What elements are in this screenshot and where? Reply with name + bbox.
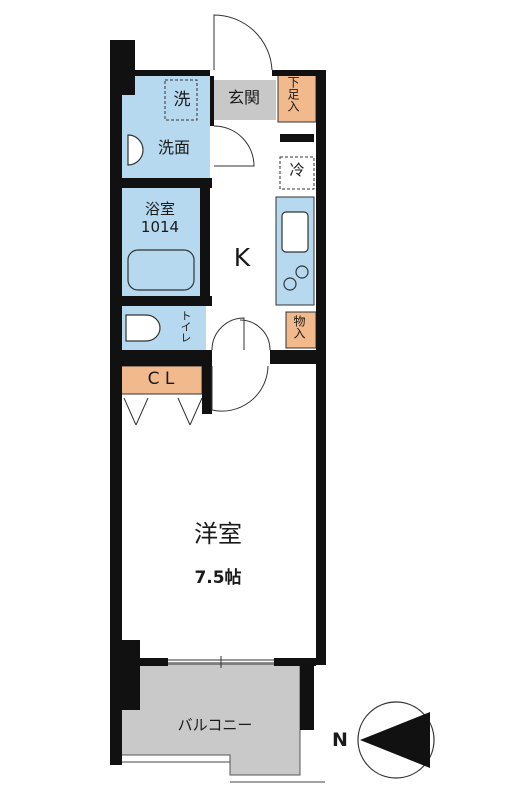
toilet-bowl xyxy=(125,314,161,342)
western-room-label: 洋室 xyxy=(194,520,242,548)
kitchen-sink xyxy=(281,211,309,253)
toilet-label: トイレ xyxy=(179,310,192,343)
entrance-area xyxy=(214,80,276,120)
compass-icon xyxy=(357,701,435,779)
storage-label: 物入 xyxy=(292,315,306,339)
bath-size-label: 1014 xyxy=(140,218,180,236)
washroom-label: 洗面 xyxy=(157,138,190,157)
bath-label: 浴室 xyxy=(144,200,175,218)
closet-label: C L xyxy=(147,369,175,389)
balcony-window xyxy=(168,656,274,668)
entrance-label: 玄関 xyxy=(227,88,260,107)
western-room-size-label: 7.5帖 xyxy=(194,568,242,588)
laundry-pan xyxy=(164,79,198,121)
storage-area xyxy=(285,311,317,349)
washbasin xyxy=(127,134,144,166)
bathtub xyxy=(127,249,195,291)
compass-north-label: N xyxy=(332,729,348,751)
doors xyxy=(123,14,273,426)
fridge-space xyxy=(279,156,315,190)
balcony-label: バルコニー xyxy=(177,716,253,734)
fridge-label: 冷 xyxy=(289,161,305,179)
western-room-floor xyxy=(120,365,316,662)
shoe-storage-label: 下足入 xyxy=(286,76,300,112)
stove-burner-1 xyxy=(283,277,297,291)
laundry-label: 洗 xyxy=(173,90,191,110)
shoe-storage xyxy=(277,73,317,123)
stove-burner-2 xyxy=(295,265,309,279)
kitchen-label: K xyxy=(233,243,251,272)
walls xyxy=(110,40,326,765)
